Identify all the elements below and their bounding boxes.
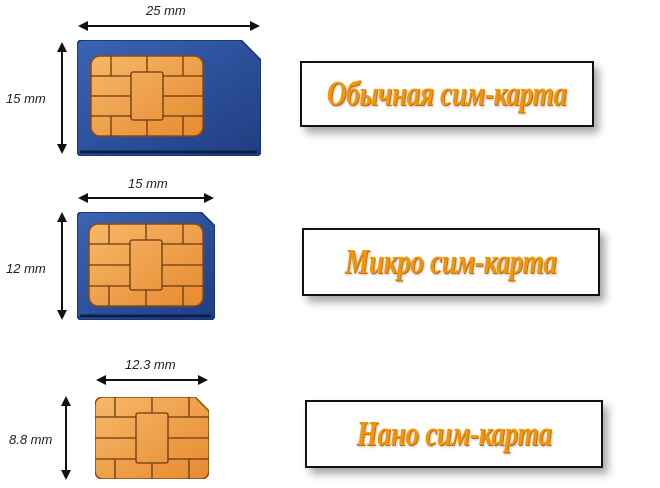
height-label: 12 mm (6, 261, 46, 276)
width-arrow (78, 21, 260, 31)
chip (88, 223, 204, 307)
sim-name-box: Нано сим-карта (305, 400, 603, 468)
width-arrow (78, 193, 214, 203)
sim-row-nano: 12.3 mm 8.8 mm Нано сим-карта (0, 330, 660, 488)
height-arrow (57, 212, 67, 320)
sim-name: Нано сим-карта (356, 414, 552, 453)
width-arrow (96, 375, 208, 385)
height-arrow (61, 396, 71, 480)
height-label: 8.8 mm (9, 432, 53, 447)
height-label: 15 mm (6, 91, 46, 106)
sim-name: Обычная сим-карта (327, 74, 567, 113)
width-label: 12.3 mm (125, 357, 176, 372)
chip (95, 397, 209, 479)
standard-sim-card (77, 40, 261, 156)
sim-name: Микро сим-карта (345, 242, 557, 281)
sim-name-box: Микро сим-карта (302, 228, 600, 296)
sim-name-box: Обычная сим-карта (300, 61, 594, 127)
width-label: 25 mm (146, 3, 186, 18)
sim-row-micro: 15 mm 12 mm (0, 170, 660, 330)
nano-sim-card (95, 397, 209, 479)
height-arrow (57, 42, 67, 154)
sim-row-standard: 25 mm 15 mm (0, 0, 660, 170)
micro-sim-card (77, 212, 215, 320)
width-label: 15 mm (128, 176, 168, 191)
chip (90, 55, 204, 137)
